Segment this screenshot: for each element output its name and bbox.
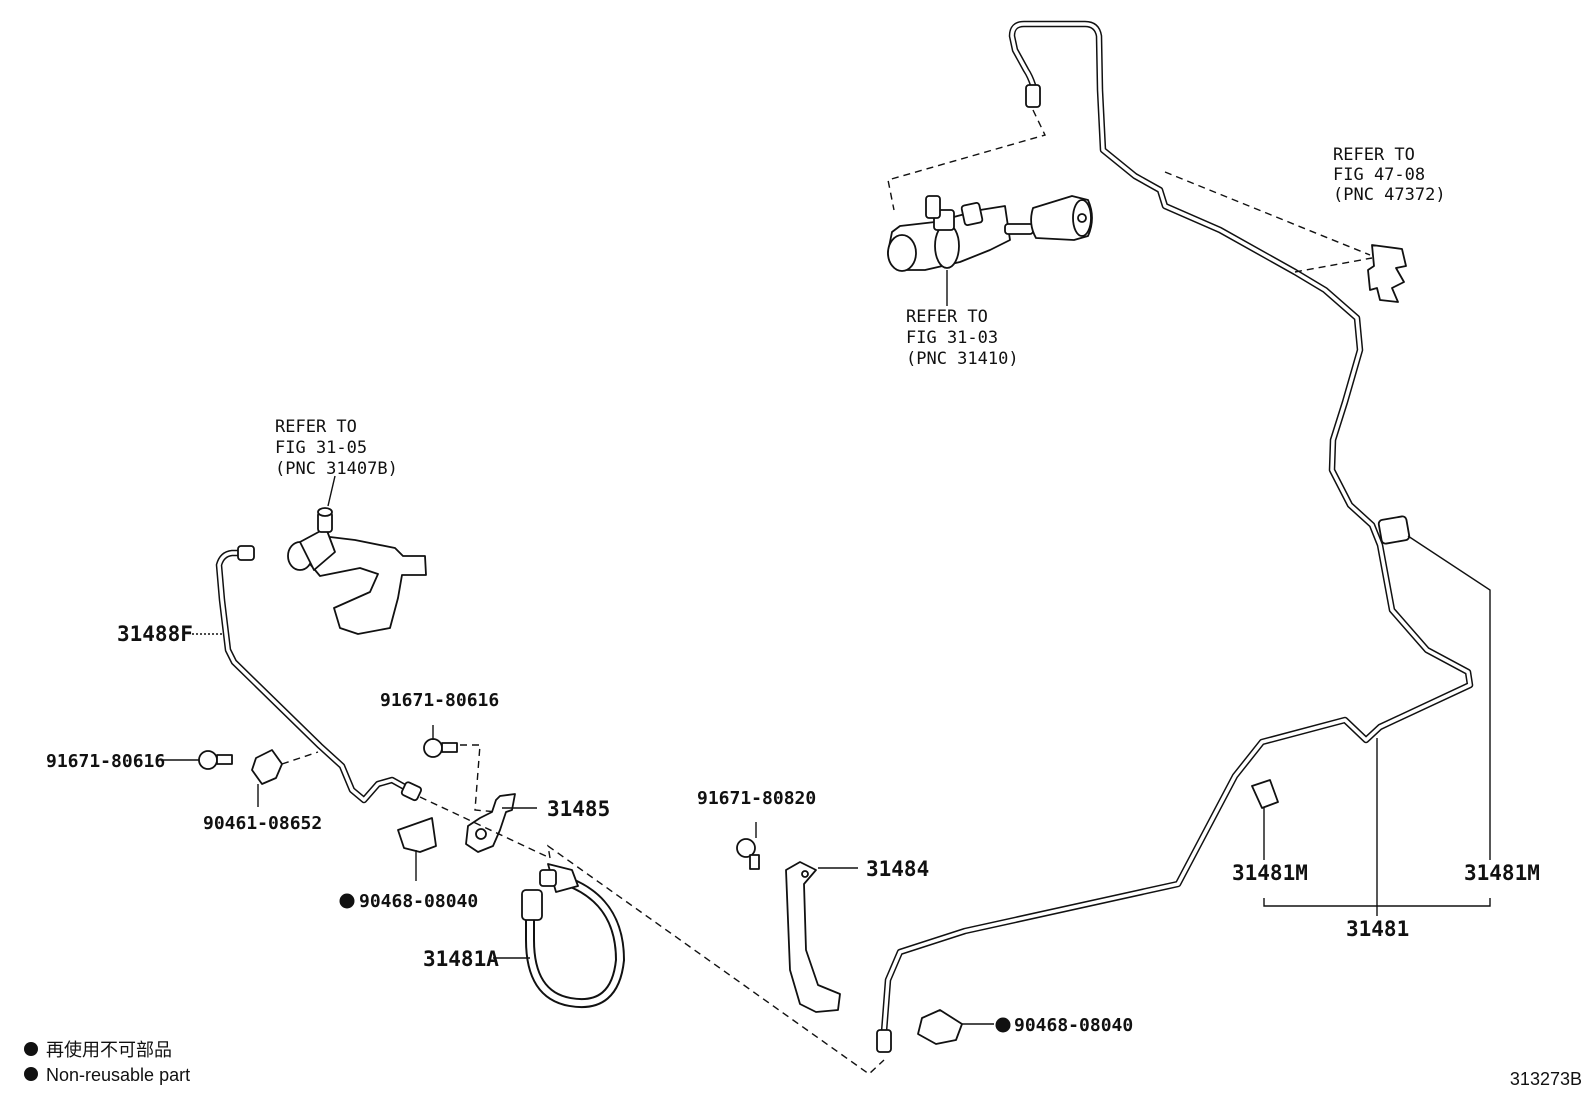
clip-90461-08652	[251, 749, 283, 785]
label-31484: 31484	[866, 857, 929, 881]
figure-id: 313273B	[1510, 1069, 1582, 1089]
legend-dot-1	[24, 1042, 38, 1056]
bolt-91671-80616-left	[198, 750, 233, 770]
legend: 再使用不可部品 Non-reusable part	[24, 1040, 190, 1085]
label-31481M-left: 31481M	[1232, 861, 1308, 885]
label-91671-80616-left: 91671-80616	[46, 751, 165, 772]
clutch-master-cylinder	[887, 195, 1093, 306]
svg-text:FIG 31-03: FIG 31-03	[906, 328, 998, 348]
clip-90468-08040-bottom	[917, 1009, 963, 1045]
legend-text-en: Non-reusable part	[46, 1065, 190, 1085]
clutch-release-cylinder	[287, 507, 427, 635]
non-reusable-dot-2	[995, 1017, 1011, 1033]
svg-text:REFER TO: REFER TO	[275, 417, 357, 437]
label-31485: 31485	[547, 797, 610, 821]
ref-fig-31-05: REFER TO FIG 31-05 (PNC 31407B)	[275, 417, 398, 479]
clamp-31481M-upper	[1377, 515, 1411, 545]
legend-text-jp: 再使用不可部品	[46, 1040, 172, 1060]
tube-31488F-fitting-bottom	[400, 781, 423, 802]
ref-fig-31-03: REFER TO FIG 31-03 (PNC 31410)	[906, 307, 1019, 369]
svg-text:FIG 47-08: FIG 47-08	[1333, 165, 1425, 185]
svg-text:REFER TO: REFER TO	[906, 307, 988, 327]
bracket-31485	[465, 793, 516, 853]
tube-end-fitting-bottom	[876, 1029, 892, 1053]
label-31481: 31481	[1346, 917, 1409, 941]
label-90468-08040-left: 90468-08040	[359, 891, 478, 912]
clamp-47372	[1367, 244, 1407, 303]
svg-text:(PNC 47372): (PNC 47372)	[1333, 185, 1446, 205]
tube-31488F-fitting-top	[237, 545, 255, 561]
leader-lines	[161, 475, 1491, 1025]
clamp-31481M-lower	[1251, 779, 1279, 809]
label-91671-80616-upper: 91671-80616	[380, 690, 499, 711]
tube-31481	[876, 20, 1474, 1053]
label-31481M-right: 31481M	[1464, 861, 1540, 885]
ref-fig-47-08: REFER TO FIG 47-08 (PNC 47372)	[1333, 145, 1446, 205]
non-reusable-dot-1	[339, 893, 355, 909]
svg-text:(PNC 31407B): (PNC 31407B)	[275, 459, 398, 479]
bracket-31484	[785, 861, 841, 1013]
tube-31488F	[215, 545, 423, 804]
bolt-91671-80820	[736, 838, 760, 870]
label-91671-80820: 91671-80820	[697, 788, 816, 809]
tube-end-fitting-top	[1025, 84, 1041, 108]
label-31481A: 31481A	[423, 947, 499, 971]
label-90468-08040-bottom: 90468-08040	[1014, 1015, 1133, 1036]
svg-text:(PNC 31410): (PNC 31410)	[906, 349, 1019, 369]
label-31488F: 31488F	[117, 622, 193, 646]
clip-90468-08040-left	[397, 817, 437, 853]
bolt-91671-80616-upper	[423, 738, 458, 758]
label-90461-08652: 90461-08652	[203, 813, 322, 834]
legend-dot-2	[24, 1067, 38, 1081]
svg-text:REFER TO: REFER TO	[1333, 145, 1415, 165]
svg-text:FIG 31-05: FIG 31-05	[275, 438, 367, 458]
dashed-guides	[281, 109, 1373, 1075]
flex-hose-31481A	[521, 863, 626, 1009]
